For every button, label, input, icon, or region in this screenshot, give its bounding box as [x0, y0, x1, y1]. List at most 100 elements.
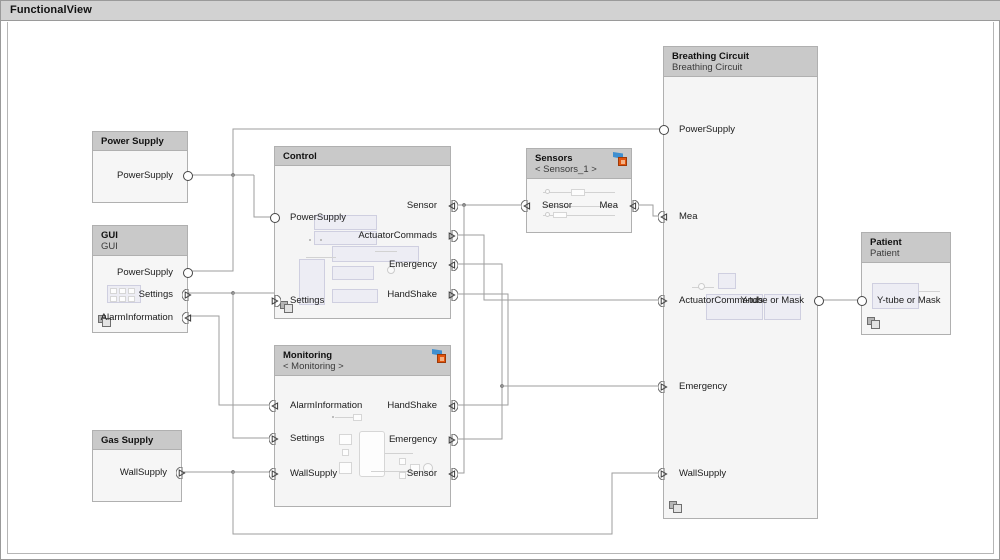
- port-label: Sensor: [542, 200, 573, 211]
- nested-diagram-icon[interactable]: [669, 501, 682, 513]
- block-subtitle: GUI: [101, 241, 118, 252]
- stereotype-lock-icon[interactable]: [432, 349, 447, 363]
- gui-keypad-key: [128, 288, 135, 294]
- port-label: AlarmInformation: [100, 312, 173, 323]
- port-label: HandShake: [387, 289, 437, 300]
- port-out-arrow-icon: [269, 468, 279, 480]
- port-label: WallSupply: [119, 467, 167, 478]
- internal-node: [387, 266, 395, 274]
- port-out-arrow-icon: [658, 468, 668, 480]
- block-header: Power Supply: [93, 132, 187, 151]
- internal-wire: [335, 417, 353, 418]
- internal-shape: [399, 472, 406, 479]
- gui-keypad-key: [119, 296, 126, 302]
- internal-shape: [314, 231, 377, 245]
- internal-wire: [918, 291, 940, 292]
- block-title: Sensors: [535, 153, 573, 164]
- block-gas-supply[interactable]: Gas Supply WallSupply: [92, 430, 186, 502]
- internal-shape: [332, 246, 419, 262]
- port-label: WallSupply: [290, 468, 338, 479]
- port-label: Emergency: [679, 381, 728, 392]
- block-header: GUI GUI: [93, 226, 187, 256]
- port-circle-icon: [814, 296, 824, 306]
- port-label: Settings: [290, 433, 325, 444]
- block-subtitle: Patient: [870, 248, 900, 259]
- block-monitoring[interactable]: Monitoring < Monitoring >: [269, 345, 458, 507]
- block-control[interactable]: Control PowerSupply Se: [270, 146, 458, 319]
- port-label: ActuatorCommads: [358, 230, 437, 241]
- port-label: PowerSupply: [117, 267, 173, 278]
- window-titlebar: FunctionalView: [1, 1, 1000, 21]
- block-power-supply[interactable]: Power Supply PowerSupply: [92, 131, 193, 203]
- port-out-arrow-icon: [448, 289, 458, 301]
- port-label: PowerSupply: [117, 170, 173, 181]
- port-in-arrow-icon: [269, 400, 279, 412]
- port-circle-icon: [183, 268, 193, 278]
- port-in-arrow-icon: [182, 312, 192, 324]
- internal-shape: [332, 289, 378, 303]
- port-circle-icon: [659, 125, 669, 135]
- block-title: Monitoring: [283, 350, 333, 361]
- port-out-arrow-icon: [271, 295, 281, 307]
- port-in-arrow-icon: [521, 200, 531, 212]
- block-title: Breathing Circuit: [672, 51, 750, 62]
- port-label: WallSupply: [679, 468, 727, 479]
- internal-shape: [706, 294, 763, 320]
- port-out-arrow-icon: [176, 467, 186, 479]
- port-in-arrow-icon: [448, 468, 458, 480]
- stereotype-lock-icon[interactable]: [613, 152, 628, 166]
- port-circle-icon: [183, 171, 193, 181]
- internal-dot: [309, 239, 311, 241]
- internal-shape: [332, 266, 374, 280]
- port-out-arrow-icon: [448, 230, 458, 242]
- internal-shape: [359, 431, 385, 477]
- port-out-arrow-icon: [658, 295, 668, 307]
- port-out-arrow-icon: [448, 434, 458, 446]
- port-circle-icon: [270, 213, 280, 223]
- internal-wire: [543, 206, 615, 207]
- connection-wires: [181, 128, 861, 535]
- internal-node: [545, 189, 550, 194]
- block-header: Control: [275, 147, 450, 166]
- internal-dot: [320, 239, 322, 241]
- internal-dot: [332, 416, 334, 418]
- block-title: Gas Supply: [101, 435, 154, 446]
- gui-keypad-key: [110, 296, 117, 302]
- lock-glyph: [437, 354, 446, 363]
- lock-glyph: [618, 157, 627, 166]
- internal-shape: [410, 464, 420, 472]
- port-in-arrow-icon: [629, 200, 639, 212]
- internal-shape: [339, 462, 352, 474]
- nested-diagram-icon[interactable]: [98, 315, 111, 327]
- port-label: Emergency: [388, 259, 437, 270]
- port-label: Settings: [138, 289, 173, 300]
- gui-keypad-key: [128, 296, 135, 302]
- internal-shape: [339, 434, 352, 445]
- internal-wire: [385, 453, 413, 454]
- port-label: Sensor: [406, 200, 437, 211]
- gui-keypad-key: [119, 288, 126, 294]
- internal-shape: [299, 259, 325, 305]
- block-patient[interactable]: Patient Patient Y-tube or Mask: [857, 232, 951, 335]
- block-subtitle: < Sensors_1 >: [535, 164, 597, 175]
- port-label: Sensor: [406, 468, 437, 479]
- nested-diagram-icon[interactable]: [280, 301, 293, 313]
- internal-shape: [872, 283, 919, 309]
- diagram-canvas[interactable]: Power Supply PowerSupply GUI GUI Po: [7, 22, 994, 554]
- block-gui[interactable]: GUI GUI PowerSupply Settings: [92, 225, 193, 333]
- port-in-arrow-icon: [448, 259, 458, 271]
- block-header: Breathing Circuit Breathing Circuit: [664, 47, 817, 77]
- internal-node: [545, 212, 550, 217]
- nested-diagram-icon[interactable]: [867, 317, 880, 329]
- internal-shape: [718, 273, 736, 289]
- port-label: PowerSupply: [679, 124, 735, 135]
- internal-shape: [553, 212, 567, 218]
- port-label: Mea: [599, 200, 618, 211]
- internal-wire: [306, 257, 336, 258]
- port-label: PowerSupply: [290, 212, 346, 223]
- page-title: FunctionalView: [10, 4, 92, 16]
- block-sensors[interactable]: Sensors < Sensors_1 > Sensor: [521, 148, 639, 233]
- gui-keypad-key: [110, 288, 117, 294]
- block-breathing-circuit[interactable]: Breathing Circuit Breathing Circuit Powe…: [658, 46, 824, 519]
